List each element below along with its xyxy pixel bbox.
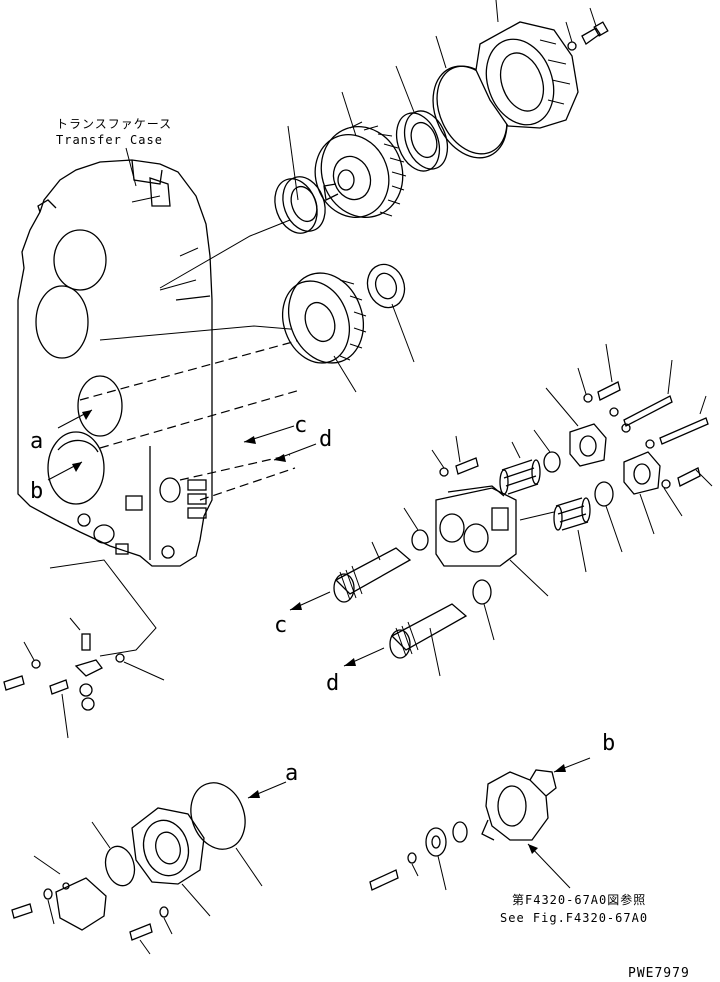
flow-arrow-a-left (57, 409, 93, 429)
long-bolt-a (609, 359, 673, 427)
coupling-yoke (481, 769, 557, 841)
spool-d (389, 603, 468, 677)
bolt-coupling (369, 852, 419, 891)
alignment-line-3 (179, 454, 291, 481)
washer-coupling (425, 827, 447, 891)
bolt-valve-body (431, 435, 479, 477)
blank-cover-plate (33, 855, 107, 931)
transfer-case-label-jp: トランスファケース (56, 117, 172, 131)
flow-label-d-upper: d (319, 427, 332, 452)
o-ring-bottom-left (91, 821, 136, 887)
transfer-case-label-en: Transfer Case (56, 133, 163, 147)
flow-arrow-c-lower (289, 591, 331, 611)
reference-note-en: See Fig.F4320-67A0 (500, 911, 648, 925)
long-bolt-b (621, 395, 709, 449)
drive-gear-upper (314, 91, 407, 218)
breather-assembly (69, 617, 103, 711)
transfer-case-housing (17, 159, 213, 567)
flow-arrow-d-upper (273, 443, 317, 462)
front-retainer (131, 807, 211, 917)
flow-arrow-d-lower (343, 647, 385, 667)
bolt-retainer (129, 906, 173, 955)
flow-label-b-left: b (30, 479, 43, 504)
retainer-cover-upper (475, 0, 579, 129)
o-ring-small-b (594, 481, 623, 553)
reference-note-jp: 第F4320-67A0図参照 (512, 892, 646, 907)
alignment-line-1 (79, 339, 301, 401)
drawing-number: PWE7979 (628, 966, 690, 981)
flow-label-d-lower: d (326, 671, 339, 696)
spring-lower (519, 497, 591, 573)
flow-arrow-b-bottom (553, 757, 591, 773)
plug-bolt (49, 679, 69, 739)
flow-arrow-b-left (47, 461, 83, 481)
bearing-upper (274, 125, 326, 234)
bolt-washer-topright (565, 7, 609, 51)
spool-c (333, 541, 412, 603)
valve-cover-upper (545, 387, 607, 467)
flow-label-a-bottom: a (285, 761, 298, 786)
o-ring-spool-c (403, 507, 429, 551)
flow-label-a-left: a (30, 429, 43, 454)
o-ring-large-bottom (190, 782, 263, 887)
flow-label-c-upper: c (294, 413, 307, 438)
bolt-cover-b (661, 467, 713, 517)
driven-gear-middle (282, 272, 367, 393)
alignment-line-2 (99, 389, 301, 449)
small-ring-left (115, 653, 165, 681)
o-ring-spool-d (472, 579, 495, 641)
flow-label-b-bottom: b (602, 731, 615, 756)
seal-coupling (452, 821, 468, 843)
flow-label-c-lower: c (274, 613, 287, 638)
valve-body (435, 485, 549, 597)
oil-seal-middle (366, 263, 415, 363)
bearing-mid (395, 65, 449, 172)
plug-left (3, 641, 41, 691)
bolt-cover-a (577, 343, 621, 403)
o-ring-small-a (533, 429, 561, 473)
spring-upper (499, 441, 541, 495)
flow-arrow-c-upper (243, 425, 295, 444)
valve-cover-lower (623, 451, 661, 535)
reference-arrow (527, 843, 571, 889)
alignment-line-4 (199, 467, 296, 501)
bolt-blank-cover (11, 888, 55, 925)
flow-arrow-a-bottom (247, 781, 287, 799)
